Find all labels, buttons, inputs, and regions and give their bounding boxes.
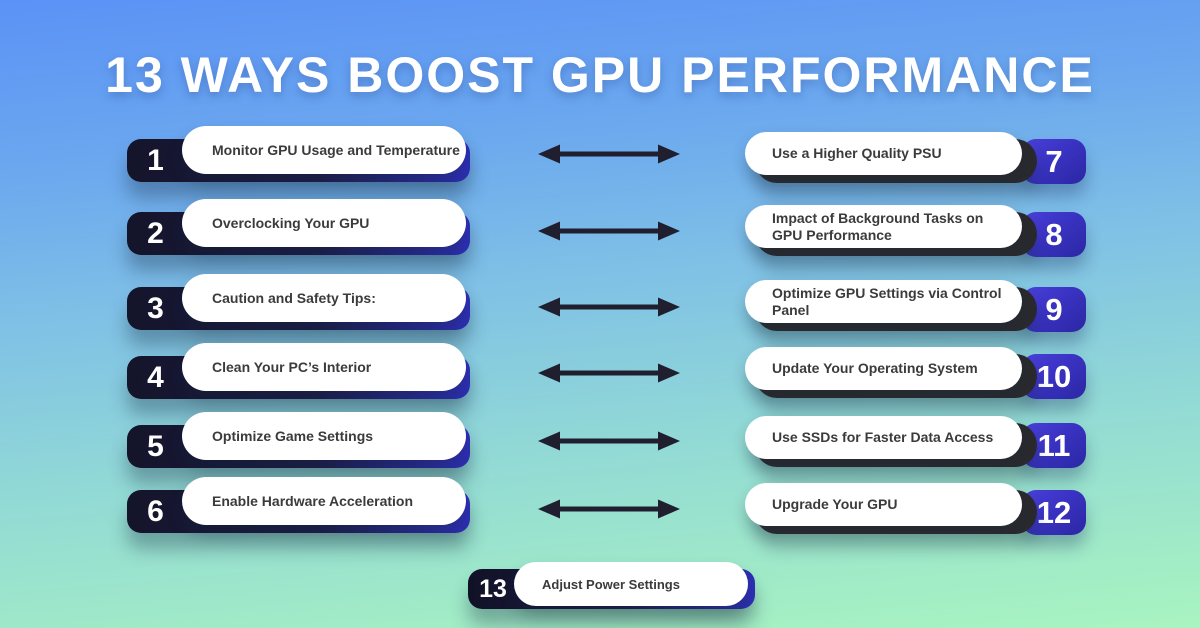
page-title: 13 WAYS BOOST GPU PERFORMANCE — [105, 47, 1095, 103]
item-label-pill: Impact of Background Tasks on GPU Perfor… — [745, 205, 1022, 248]
item-label-pill: Overclocking Your GPU — [182, 199, 466, 247]
list-item-6: 6 Enable Hardware Acceleration — [127, 477, 472, 535]
item-label: Clean Your PC’s Interior — [212, 359, 372, 375]
item-label: Impact of Background Tasks on GPU Perfor… — [772, 209, 984, 243]
item-label-pill: Monitor GPU Usage and Temperature — [182, 126, 466, 174]
item-number: 1 — [147, 143, 164, 177]
list-item-8: 8 Impact of Background Tasks on GPU Perf… — [745, 205, 1087, 263]
list-item-3: 3 Caution and Safety Tips: — [127, 274, 472, 332]
list-item-1: 1 Monitor GPU Usage and Temperature — [127, 126, 472, 184]
list-item-2: 2 Overclocking Your GPU — [127, 199, 472, 257]
item-label-pill: Use a Higher Quality PSU — [745, 132, 1022, 175]
double-arrow-icon — [538, 431, 680, 451]
item-label-pill: Enable Hardware Acceleration — [182, 477, 466, 525]
item-label: Use a Higher Quality PSU — [772, 145, 942, 162]
double-arrow-icon — [538, 499, 680, 519]
list-item-7: 7 Use a Higher Quality PSU — [745, 132, 1087, 190]
item-label-pill: Update Your Operating System — [745, 347, 1022, 390]
item-label: Update Your Operating System — [772, 360, 978, 377]
item-label-pill: Adjust Power Settings — [514, 562, 748, 606]
item-label: Enable Hardware Acceleration — [212, 493, 414, 509]
item-label-pill: Optimize GPU Settings via Control Panel — [745, 280, 1022, 323]
list-item-11: 11 Use SSDs for Faster Data Access — [745, 416, 1087, 474]
item-label: Use SSDs for Faster Data Access — [772, 429, 994, 446]
item-number: 7 — [1022, 139, 1086, 184]
double-arrow-icon — [538, 363, 680, 383]
item-number: 3 — [147, 291, 164, 325]
item-label-pill: Upgrade Your GPU — [745, 483, 1022, 526]
list-item-9: 9 Optimize GPU Settings via Control Pane… — [745, 280, 1087, 338]
item-number: 10 — [1022, 354, 1086, 399]
list-item-5: 5 Optimize Game Settings — [127, 412, 472, 470]
item-number: 5 — [147, 429, 164, 463]
item-label-pill: Caution and Safety Tips: — [182, 274, 466, 322]
double-arrow-icon — [538, 297, 680, 317]
item-label-pill: Optimize Game Settings — [182, 412, 466, 460]
item-label-pill: Clean Your PC’s Interior — [182, 343, 466, 391]
item-label: Optimize Game Settings — [212, 428, 374, 444]
item-label: Optimize GPU Settings via Control Panel — [772, 284, 1002, 318]
item-label: Monitor GPU Usage and Temperature — [212, 142, 460, 158]
item-label-pill: Use SSDs for Faster Data Access — [745, 416, 1022, 459]
list-item-10: 10 Update Your Operating System — [745, 347, 1087, 405]
item-label: Caution and Safety Tips: — [212, 290, 376, 306]
double-arrow-icon — [538, 144, 680, 164]
item-number: 2 — [147, 216, 164, 250]
item-label: Upgrade Your GPU — [772, 496, 898, 513]
double-arrow-icon — [538, 221, 680, 241]
item-number: 4 — [147, 360, 164, 394]
list-item-12: 12 Upgrade Your GPU — [745, 483, 1087, 541]
item-label: Overclocking Your GPU — [212, 215, 370, 231]
item-number: 13 — [479, 574, 507, 603]
item-label: Adjust Power Settings — [542, 576, 680, 592]
list-item-4: 4 Clean Your PC’s Interior — [127, 343, 472, 401]
item-number: 6 — [147, 494, 164, 528]
list-item-13: 13 Adjust Power Settings — [468, 559, 758, 617]
